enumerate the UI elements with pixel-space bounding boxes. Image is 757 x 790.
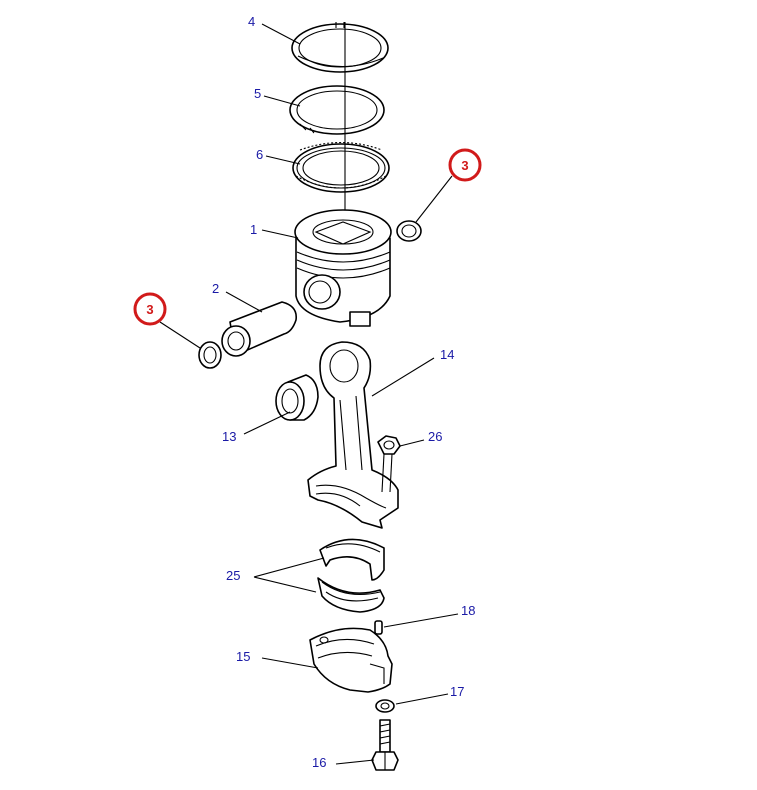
label-14[interactable]: 14 — [440, 347, 454, 362]
callout-3-left[interactable]: 3 — [133, 292, 167, 326]
piston[interactable] — [294, 209, 392, 327]
label-26[interactable]: 26 — [428, 429, 442, 444]
top-ring[interactable] — [291, 22, 389, 73]
rod-cap[interactable] — [309, 627, 393, 693]
bearing-shells[interactable] — [317, 538, 385, 613]
second-ring[interactable] — [289, 85, 385, 135]
label-16[interactable]: 16 — [312, 755, 326, 770]
dowel-pin[interactable] — [374, 620, 383, 635]
label-5[interactable]: 5 — [254, 86, 261, 101]
pin-bushing[interactable] — [275, 374, 319, 421]
label-6[interactable]: 6 — [256, 147, 263, 162]
washer[interactable] — [375, 699, 395, 713]
callout-3-right-label: 3 — [461, 158, 468, 173]
cap-bolt[interactable] — [371, 719, 399, 771]
oil-ring[interactable] — [292, 141, 390, 193]
label-18[interactable]: 18 — [461, 603, 475, 618]
label-25[interactable]: 25 — [226, 568, 240, 583]
callout-3-right[interactable]: 3 — [448, 148, 482, 182]
piston-pin[interactable] — [221, 301, 298, 357]
connecting-rod[interactable] — [307, 341, 399, 529]
retaining-ring-left[interactable] — [198, 341, 222, 369]
callout-3-left-label: 3 — [146, 302, 153, 317]
leader-lines — [159, 23, 459, 765]
label-1[interactable]: 1 — [250, 222, 257, 237]
label-4[interactable]: 4 — [248, 14, 255, 29]
label-17[interactable]: 17 — [450, 684, 464, 699]
retaining-ring-right[interactable] — [396, 220, 422, 242]
label-2[interactable]: 2 — [212, 281, 219, 296]
label-13[interactable]: 13 — [222, 429, 236, 444]
label-15[interactable]: 15 — [236, 649, 250, 664]
